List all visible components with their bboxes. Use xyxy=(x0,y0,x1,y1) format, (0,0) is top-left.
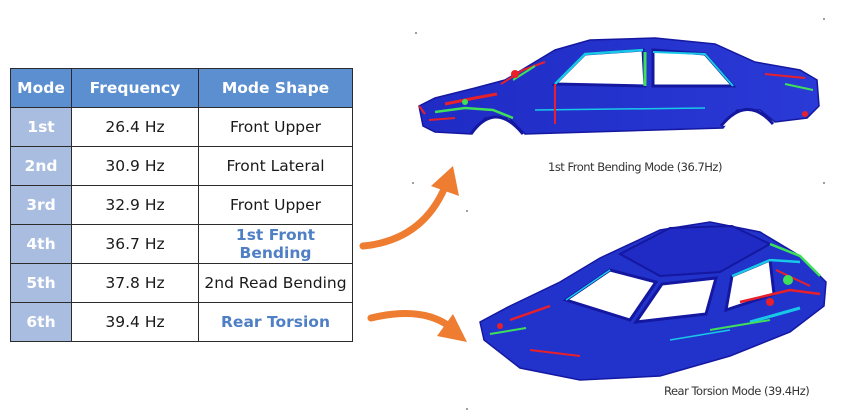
frequency-cell: 30.9 Hz xyxy=(71,146,199,186)
header-mode: Mode xyxy=(10,68,72,108)
bending-mode-caption: 1st Front Bending Mode (36.7Hz) xyxy=(548,160,722,174)
shape-cell-highlighted: 1st Front Bending xyxy=(198,224,353,264)
curved-arrow-up-right-icon xyxy=(359,166,459,250)
bending-mode-car-image xyxy=(405,14,835,149)
speck-mark xyxy=(823,18,825,20)
table-row: 4th 36.7 Hz 1st Front Bending xyxy=(10,224,353,264)
mode-cell: 1st xyxy=(10,107,72,147)
modal-frequency-table: Mode Frequency Mode Shape 1st 26.4 Hz Fr… xyxy=(10,68,353,342)
speck-mark xyxy=(466,210,468,212)
torsion-mode-caption: Rear Torsion Mode (39.4Hz) xyxy=(664,384,810,398)
speck-mark xyxy=(466,408,468,410)
curved-arrow-down-right-icon xyxy=(367,310,467,342)
frequency-cell: 36.7 Hz xyxy=(71,224,199,264)
mode-cell: 4th xyxy=(10,224,72,264)
car-body-in-white-side-icon xyxy=(418,37,820,135)
speck-mark xyxy=(412,182,414,184)
frequency-cell: 37.8 Hz xyxy=(71,263,199,303)
table-row: 1st 26.4 Hz Front Upper xyxy=(10,107,353,147)
frequency-cell: 26.4 Hz xyxy=(71,107,199,147)
shape-cell: 2nd Read Bending xyxy=(198,263,353,303)
frequency-cell: 39.4 Hz xyxy=(71,302,199,342)
mode-cell: 2nd xyxy=(10,146,72,186)
frequency-cell: 32.9 Hz xyxy=(71,185,199,225)
table-header-row: Mode Frequency Mode Shape xyxy=(10,68,353,108)
torsion-mode-car-image xyxy=(470,210,835,385)
shape-cell: Front Upper xyxy=(198,185,353,225)
shape-cell: Front Upper xyxy=(198,107,353,147)
table-row: 6th 39.4 Hz Rear Torsion xyxy=(10,302,353,342)
mode-cell: 5th xyxy=(10,263,72,303)
header-mode-shape: Mode Shape xyxy=(198,68,353,108)
car-body-in-white-iso-icon xyxy=(479,221,827,381)
header-frequency: Frequency xyxy=(71,68,199,108)
speck-mark xyxy=(823,182,825,184)
table-row: 3rd 32.9 Hz Front Upper xyxy=(10,185,353,225)
shape-cell-highlighted: Rear Torsion xyxy=(198,302,353,342)
table-row: 5th 37.8 Hz 2nd Read Bending xyxy=(10,263,353,303)
mode-cell: 6th xyxy=(10,302,72,342)
speck-mark xyxy=(415,32,417,34)
table-row: 2nd 30.9 Hz Front Lateral xyxy=(10,146,353,186)
shape-cell: Front Lateral xyxy=(198,146,353,186)
mode-cell: 3rd xyxy=(10,185,72,225)
